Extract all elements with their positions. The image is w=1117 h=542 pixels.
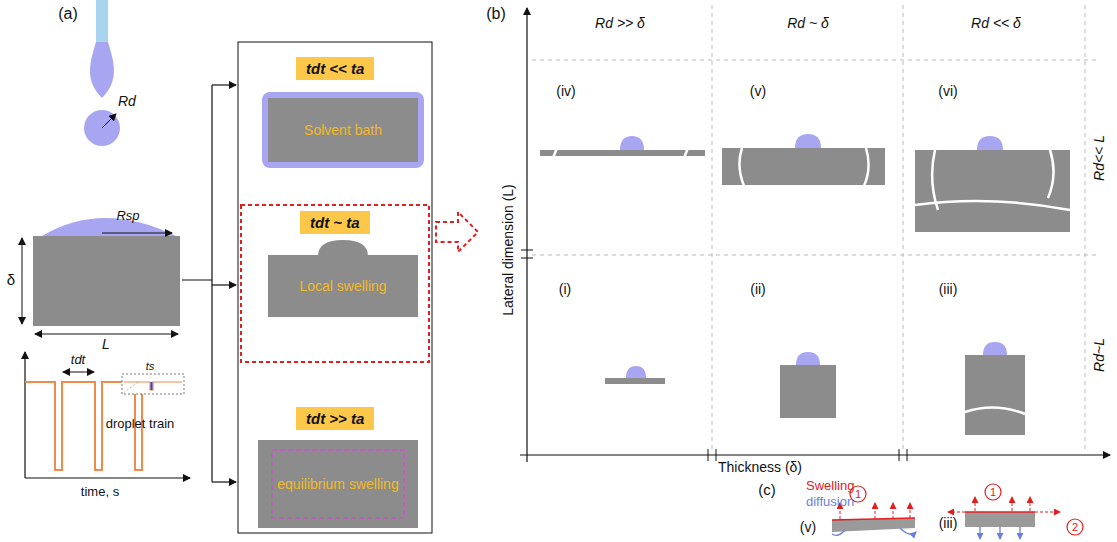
figure-label: L — [102, 337, 110, 352]
figure-label: (iv) — [556, 84, 575, 99]
state-box: Solvent bath — [268, 98, 418, 162]
condition-tag: tdt >> ta — [296, 407, 374, 430]
figure-label: Rd~L — [1092, 338, 1107, 372]
figure-label: droplet train — [106, 417, 175, 431]
figure-label: 1 — [855, 488, 861, 500]
figure-label: (b) — [486, 5, 506, 23]
state-box: equilibrium swelling — [272, 450, 404, 518]
figure-label: 1 — [990, 486, 996, 498]
node-text: tdt << ta — [306, 60, 364, 77]
figure-label: Thickness (δ) — [718, 460, 802, 475]
figure-label: (a) — [58, 5, 78, 23]
figure-label: (i) — [559, 282, 571, 297]
figure-label: Rd << δ — [971, 16, 1021, 31]
node-text: tdt >> ta — [306, 410, 364, 427]
figure-label: Rd >> δ — [595, 16, 645, 31]
figure-label: ts — [146, 360, 155, 372]
node-text: equilibrium swelling — [277, 476, 398, 492]
state-box: Local swelling — [268, 255, 418, 317]
figure-label: tdt — [71, 353, 85, 367]
figure-label: Swelling — [806, 479, 854, 493]
figure-label: δ — [7, 272, 15, 289]
figure-label: (ii) — [750, 282, 766, 297]
condition-tag: tdt << ta — [296, 57, 374, 80]
node-text: tdt ~ ta — [310, 214, 360, 231]
figure-label: (iii) — [939, 516, 958, 531]
figure-label: (v) — [800, 520, 816, 535]
figure-label: Rd ~ δ — [787, 16, 829, 31]
figure-label: Lateral dimension (L) — [501, 184, 516, 316]
figure-label: time, s — [81, 485, 119, 499]
figure-label: 2 — [1072, 521, 1078, 533]
figure-label: Rd — [118, 94, 136, 109]
figure-label: (c) — [758, 482, 776, 499]
condition-tag: tdt ~ ta — [300, 211, 370, 234]
figure-label: (iii) — [939, 282, 958, 297]
node-text: Solvent bath — [304, 122, 382, 138]
figure-label: Rd<< L — [1092, 135, 1107, 181]
node-text: Local swelling — [299, 278, 386, 294]
figure-label: diffusion — [806, 495, 854, 509]
figure-label: (v) — [750, 84, 766, 99]
figure-label: (vi) — [938, 84, 957, 99]
figure-label: Rsp — [116, 209, 139, 223]
